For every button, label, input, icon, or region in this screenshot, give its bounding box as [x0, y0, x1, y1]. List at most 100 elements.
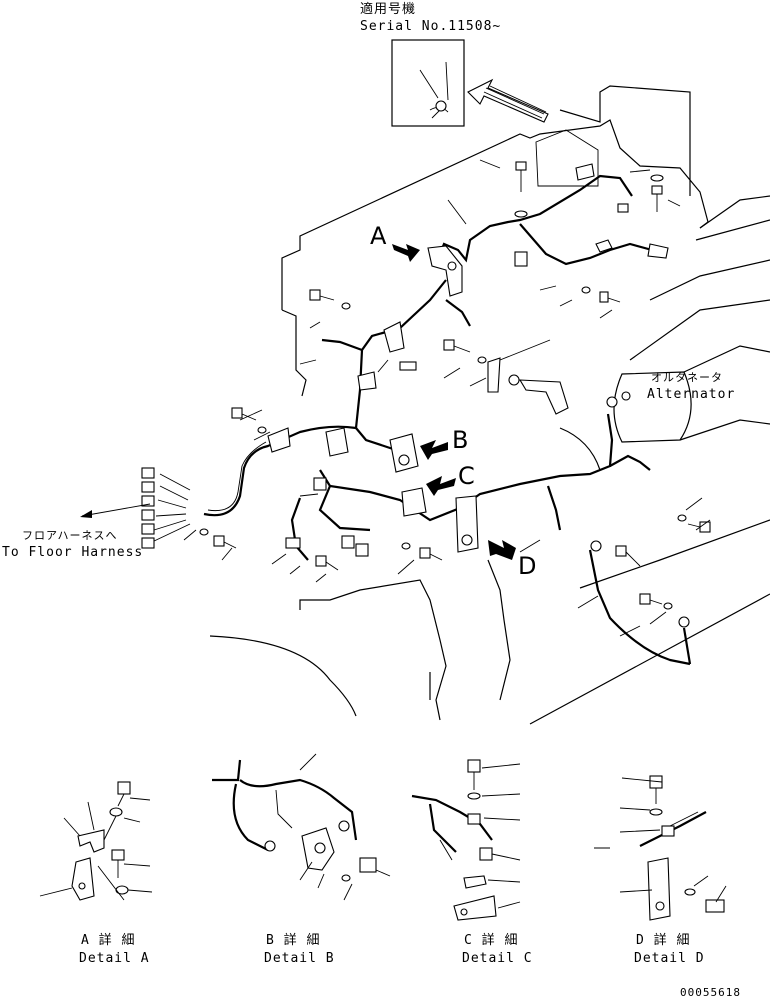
detail-a-bolt-head-2: [111, 849, 125, 861]
bolt-shank-10: [429, 553, 443, 561]
bolt-head-8: [213, 535, 225, 547]
plate-1: [487, 357, 501, 393]
ground-cable-eye-bottom: [678, 616, 690, 628]
detail-c-washer: [467, 792, 481, 800]
harness-trunk: [203, 279, 447, 517]
alt-bracket-line: [559, 427, 601, 471]
detail-c-title-en: Detail C: [462, 951, 533, 966]
connector-low-2: [355, 543, 369, 557]
inset-arrow-hatch: [483, 85, 547, 119]
bolt-head-1: [515, 161, 527, 171]
alternator-terminal-1: [606, 396, 618, 408]
clip-bracket-2: [383, 321, 405, 353]
connector-mid: [313, 477, 327, 491]
clip-bolt-a: [447, 261, 457, 271]
bolt-head-12: [615, 545, 627, 557]
detail-c-harness: [411, 794, 493, 841]
floor-harness-note: フロアハーネスへ To Floor Harness: [2, 503, 151, 560]
spacer-1: [514, 251, 528, 267]
harness-alt-branch: [609, 454, 651, 471]
bolt-head-9: [315, 555, 327, 567]
sensor-connector-2: [617, 203, 629, 213]
detail-b-title-en: Detail B: [264, 951, 335, 966]
bolt-shank-5: [453, 345, 471, 353]
washer-11: [677, 514, 687, 522]
detail-b-title-jp: B 詳 細: [266, 932, 320, 948]
bracket-d-hole: [461, 534, 473, 546]
harness-lower-left: [290, 497, 309, 561]
clip-bracket-4: [267, 427, 291, 453]
detail-d-leaders: [594, 777, 727, 903]
detail-a-title-jp: A 詳 細: [81, 932, 135, 948]
washer-7: [257, 426, 267, 434]
detail-c: C 詳 細 Detail C: [411, 759, 533, 966]
detail-a-hole: [78, 882, 86, 890]
bolt-shank-9: [325, 561, 339, 571]
detail-b-harness: [212, 759, 358, 841]
inset-clip: [435, 100, 447, 112]
bolt-head-7: [231, 407, 243, 419]
serial-label-en: Serial No.11508~: [360, 19, 501, 34]
washer-3: [581, 286, 591, 294]
relay-c: [401, 487, 427, 517]
frame-right-2: [695, 219, 770, 241]
bolt-head-3: [599, 291, 609, 303]
detail-a-bolt-shank-1: [117, 793, 125, 807]
detail-d-title-jp: D 詳 細: [636, 932, 690, 948]
bolt-shank-4: [319, 295, 335, 301]
bolt-head-13: [639, 593, 651, 605]
sensor-connector-1: [595, 239, 613, 253]
harness-branch-clip: [445, 299, 471, 327]
bolt-shank-7: [241, 413, 257, 421]
alternator-label-en: Alternator: [647, 387, 735, 402]
floor-connector-2: [141, 481, 155, 493]
detail-c-hole: [460, 908, 468, 916]
detail-c-leaders: [439, 763, 521, 909]
detail-b-relay-terminal: [314, 842, 326, 854]
washer-8: [199, 528, 209, 536]
bracket-2: [518, 379, 569, 415]
detail-c-plate: [463, 875, 487, 889]
floor-harness-label-en: To Floor Harness: [2, 545, 143, 560]
serial-label-jp: 適用号機: [360, 1, 416, 17]
detail-a-washer-2: [115, 885, 129, 895]
detail-c-clip: [467, 813, 481, 825]
frame-mid-right: [579, 519, 770, 589]
floor-connector-6: [141, 537, 155, 549]
detail-a-leaders: [39, 797, 153, 901]
bolt-head-10: [419, 547, 431, 559]
bolt-head-5: [443, 339, 455, 351]
bolt-shank-13: [649, 599, 663, 605]
detail-b-bolt: [359, 857, 377, 873]
floor-harness-label-jp: フロアハーネスへ: [22, 529, 118, 542]
connector-low-3: [285, 537, 301, 549]
detail-c-bolt-head: [467, 759, 481, 773]
drawing-number: 00055618: [680, 986, 741, 999]
detail-a-bolt-head-1: [117, 781, 131, 795]
bolt-shank-12: [625, 551, 641, 567]
alternator-terminal-2: [621, 391, 631, 401]
bolt-6: [399, 361, 417, 371]
engine-lower-mid: [487, 559, 511, 701]
detail-b: B 詳 細 Detail B: [212, 753, 391, 966]
harness-branch-left: [321, 338, 363, 352]
bolt-shank-3: [607, 297, 621, 303]
bolt-head-4: [309, 289, 321, 301]
detail-c-harness-2: [428, 803, 457, 853]
callout-arrows: A B C D: [370, 222, 536, 580]
alternator-label-jp: オルタネータ: [651, 371, 723, 384]
leader-lines: [183, 159, 711, 637]
detail-d-washer-2: [684, 888, 696, 896]
relay-mid: [325, 427, 349, 457]
detail-a-washer-1: [109, 807, 123, 817]
washer-2: [650, 174, 664, 182]
frame-bottom-left: [209, 635, 357, 717]
serial-inset: 適用号機 Serial No.11508~: [360, 1, 549, 127]
ground-cable-end: [682, 627, 692, 665]
harness-branch-top: [434, 174, 633, 265]
clip-bracket-a: [427, 245, 463, 297]
detail-a-clip-top: [77, 829, 105, 853]
detail-d-washer: [649, 808, 663, 816]
washer-13: [663, 602, 673, 610]
